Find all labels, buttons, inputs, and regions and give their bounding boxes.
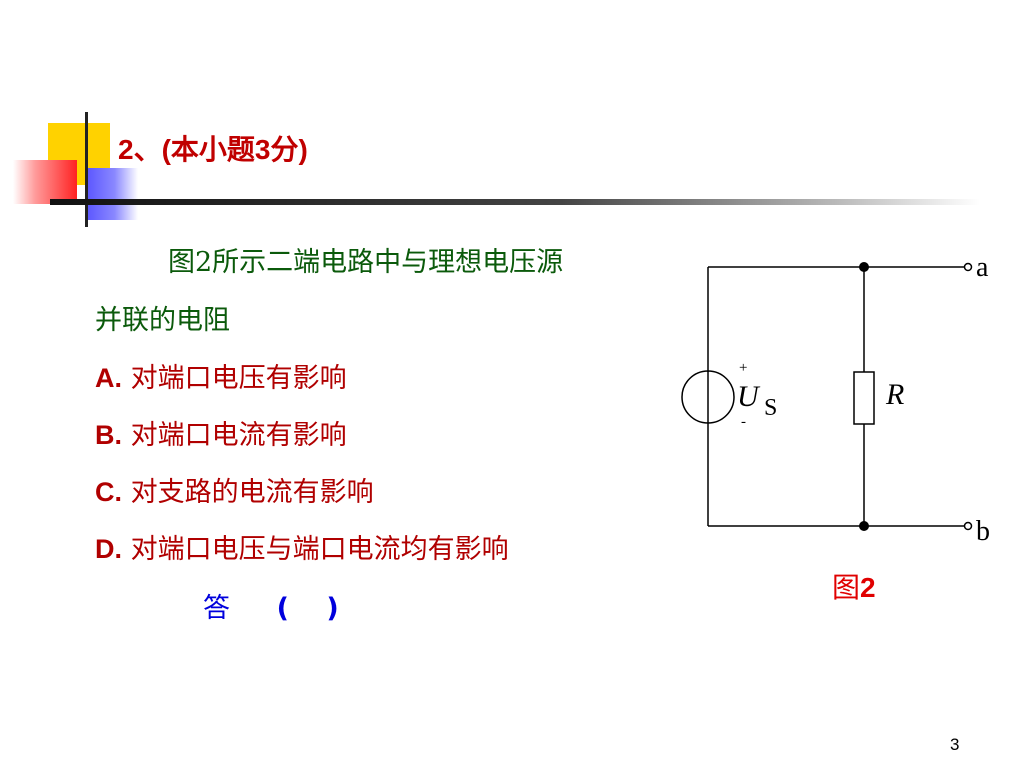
option-c-text: 对支路的电流有影响 bbox=[130, 477, 374, 508]
source-plus-sign: + bbox=[739, 360, 747, 376]
source-symbol-u: U bbox=[737, 380, 761, 413]
option-b: B. 对端口电流有影响 bbox=[95, 413, 347, 452]
figure-caption-prefix: 图 bbox=[832, 571, 861, 604]
answer-blank: ( ) bbox=[276, 593, 353, 624]
option-a-label: A. bbox=[95, 363, 122, 393]
resistor-symbol bbox=[853, 371, 875, 425]
question-heading: 2、(本小题3分) bbox=[118, 134, 308, 165]
option-a-text: 对端口电压有影响 bbox=[130, 363, 347, 394]
option-d-text: 对端口电压与端口电流均有影响 bbox=[130, 534, 509, 565]
decor-vertical-line bbox=[85, 112, 88, 227]
terminal-a-open-circle bbox=[963, 262, 973, 272]
question-stem-line1: 图2所示二端电路中与理想电压源 bbox=[168, 247, 564, 278]
option-b-text: 对端口电流有影响 bbox=[130, 420, 347, 451]
node-top-junction bbox=[859, 262, 869, 272]
terminal-b-label: b bbox=[976, 516, 990, 547]
page-number: 3 bbox=[950, 735, 960, 754]
option-a: A. 对端口电压有影响 bbox=[95, 356, 347, 395]
terminal-b-open-circle bbox=[963, 521, 973, 531]
decor-red-gradient bbox=[13, 160, 77, 204]
figure-caption-number: 2 bbox=[860, 572, 876, 603]
answer-label: 答 bbox=[203, 593, 230, 624]
terminal-a-label: a bbox=[976, 252, 989, 283]
option-c-label: C. bbox=[95, 477, 122, 507]
option-c: C. 对支路的电流有影响 bbox=[95, 470, 374, 509]
option-b-label: B. bbox=[95, 420, 122, 450]
option-d: D. 对端口电压与端口电流均有影响 bbox=[95, 527, 509, 566]
source-minus-sign: - bbox=[741, 414, 746, 430]
decor-title-underline bbox=[50, 199, 980, 205]
decor-blue-gradient bbox=[86, 168, 138, 220]
question-stem-line2: 并联的电阻 bbox=[95, 305, 230, 336]
node-bottom-junction bbox=[859, 521, 869, 531]
resistor-label: R bbox=[885, 378, 904, 411]
answer-line: 答 ( ) bbox=[203, 586, 353, 625]
option-d-label: D. bbox=[95, 534, 122, 564]
figure-caption: 图2 bbox=[832, 566, 876, 606]
source-subscript-s: S bbox=[764, 395, 777, 421]
